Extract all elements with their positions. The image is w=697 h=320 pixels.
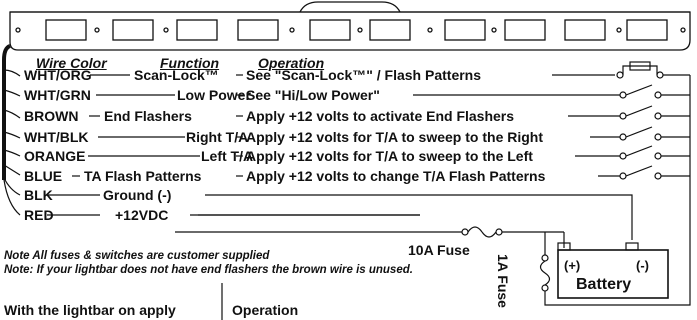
- battery-body: [557, 249, 669, 299]
- bottom-left-text: With the lightbar on apply: [4, 302, 176, 318]
- wire-color-label: WHT/ORG: [24, 67, 92, 83]
- operation-label: Apply +12 volts for T/A to sweep to the …: [246, 148, 533, 164]
- operation-label: Apply +12 volts for T/A to sweep to the …: [246, 129, 544, 145]
- note-fuses: Note All fuses & switches are customer s…: [4, 250, 270, 262]
- operation-label: See "Hi/Low Power": [246, 87, 380, 103]
- lamp-module: [176, 19, 218, 41]
- battery-plus-label: (+): [564, 258, 581, 273]
- function-label: Ground (-): [103, 187, 172, 203]
- bottom-operation-text: Operation: [232, 302, 299, 318]
- lightbar-outline: [9, 11, 691, 51]
- lamp-module: [309, 19, 351, 41]
- function-label: End Flashers: [104, 108, 192, 124]
- lamp-module: [369, 19, 411, 41]
- function-label: Right T/A: [186, 129, 249, 145]
- lamp-module: [626, 19, 668, 41]
- function-label: TA Flash Patterns: [84, 168, 202, 184]
- fuse-1a-label: 1A Fuse: [495, 254, 511, 308]
- lamp-module: [112, 19, 154, 41]
- fuse-10a-label: 10A Fuse: [408, 242, 470, 258]
- wire-color-label: WHT/GRN: [24, 87, 91, 103]
- header-wire-color: Wire Color: [36, 55, 107, 71]
- function-label: Left T/A: [201, 148, 254, 164]
- lightbar-top-bump: [299, 1, 401, 13]
- header-operation: Operation: [258, 55, 325, 71]
- lamp-module: [45, 19, 87, 41]
- header-function: Function: [160, 55, 220, 71]
- wire-color-label: WHT/BLK: [24, 129, 89, 145]
- operation-label: Apply +12 volts to activate End Flashers: [246, 108, 515, 124]
- wire-color-label: BLK: [24, 187, 53, 203]
- lamp-module: [444, 19, 486, 41]
- battery-label: Battery: [576, 276, 632, 293]
- function-label: +12VDC: [115, 207, 169, 223]
- battery-minus-label: (-): [636, 258, 649, 273]
- lamp-module: [564, 19, 606, 41]
- wire-color-label: BROWN: [24, 108, 79, 124]
- lamp-module: [504, 19, 546, 41]
- operation-label: Apply +12 volts to change T/A Flash Patt…: [246, 168, 546, 184]
- wire-color-label: ORANGE: [24, 148, 86, 164]
- operation-label: See "Scan-Lock™" / Flash Patterns: [246, 67, 482, 83]
- wire-color-label: RED: [24, 207, 54, 223]
- wire-color-label: BLUE: [24, 168, 63, 184]
- wire-harness: [2, 44, 11, 180]
- lamp-module: [237, 19, 279, 41]
- function-label: Low Power: [177, 87, 251, 103]
- note-end-flashers: Note: If your lightbar does not have end…: [4, 264, 413, 276]
- function-label: Scan-Lock™: [134, 67, 219, 83]
